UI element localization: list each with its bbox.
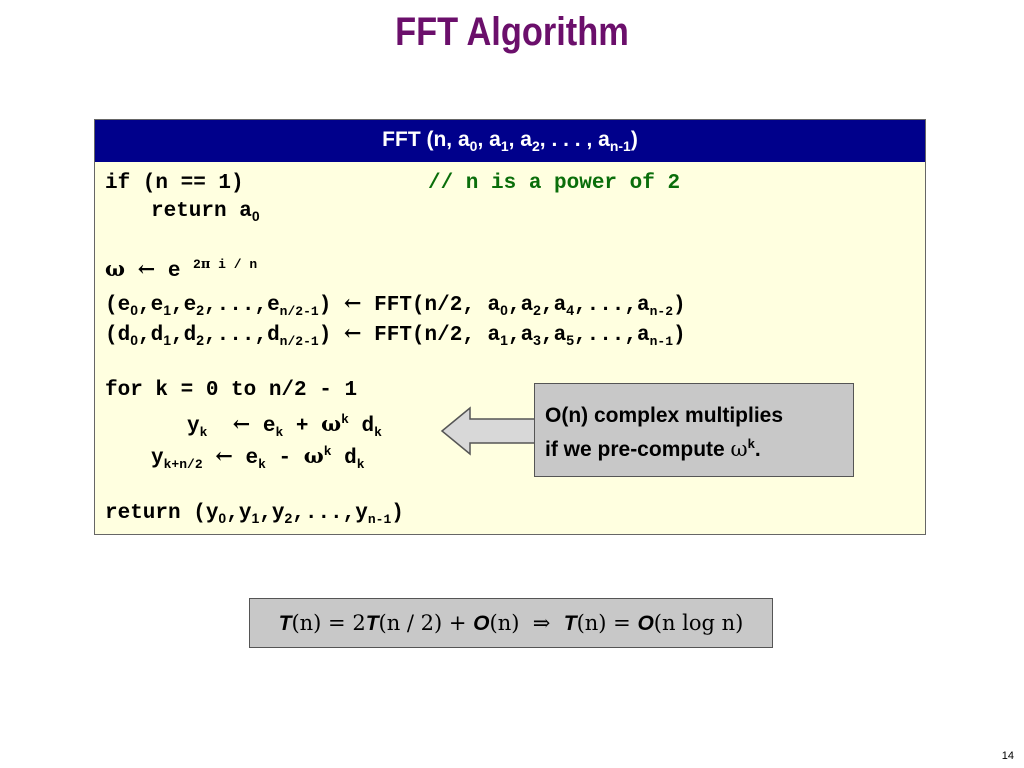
code-line-yk: yk ← ek + ωk dk xyxy=(187,411,382,440)
code-comment: // n is a power of 2 xyxy=(428,172,681,195)
code-line-yk-half: yk+n/2 ← ek - ωk dk xyxy=(151,443,365,472)
complexity-note: O(n) complex multiplies if we pre-comput… xyxy=(534,383,854,477)
code-line-omega: ω ← e 2π i / n xyxy=(105,256,258,283)
code-line-for: for k = 0 to n/2 - 1 xyxy=(105,379,358,402)
code-line-return-a0: return a0 xyxy=(151,200,260,224)
algorithm-box: FFT (n, a0, a1, a2, . . . , an-1) if (n … xyxy=(94,119,926,535)
note-line-2: if we pre-compute ωk. xyxy=(545,436,761,461)
code-line-if: if (n == 1) xyxy=(105,172,244,195)
left-arrow-icon xyxy=(440,406,537,456)
code-line-return-y: return (y0,y1,y2,...,yn-1) xyxy=(105,502,404,527)
note-line-1: O(n) complex multiplies xyxy=(545,404,784,427)
recurrence-formula: T(n) = 2T(n / 2) + O(n) ⇒ T(n) = O(n log… xyxy=(249,598,773,648)
code-line-even: (e0,e1,e2,...,en/2-1) ← FFT(n/2, a0,a2,a… xyxy=(105,290,686,319)
algorithm-header: FFT (n, a0, a1, a2, . . . , an-1) xyxy=(95,120,925,162)
slide-title: FFT Algorithm xyxy=(395,10,629,54)
page-number: 14 xyxy=(1001,750,1014,762)
code-line-odd: (d0,d1,d2,...,dn/2-1) ← FFT(n/2, a1,a3,a… xyxy=(105,320,686,349)
